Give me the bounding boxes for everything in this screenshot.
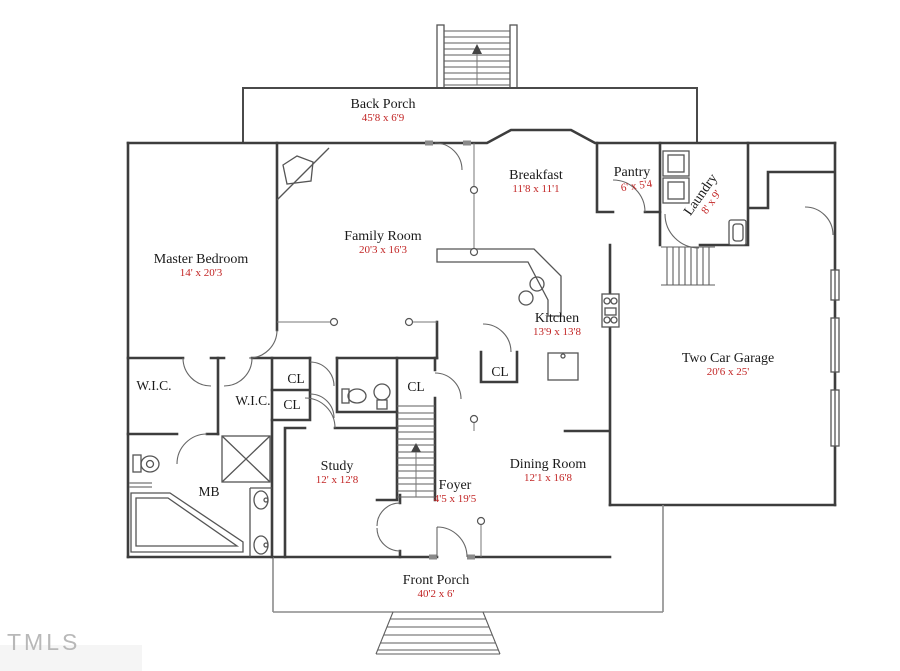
room-label-front-porch: Front Porch	[403, 573, 470, 588]
room-dims-foyer: 4'5 x 19'5	[434, 493, 477, 505]
tmls-watermark: TMLS	[7, 629, 80, 655]
back-steps	[436, 24, 518, 89]
bathtub-icon	[130, 492, 244, 553]
garage-windows	[830, 269, 840, 447]
toilet-icon	[132, 454, 142, 473]
kitchen-fixtures	[436, 248, 620, 381]
room-dims-study: 12' x 12'8	[316, 474, 359, 486]
label-mb: MB	[198, 484, 219, 499]
door-jambs	[425, 140, 475, 560]
kitchen-counter	[436, 248, 562, 317]
room-label-foyer: Foyer	[439, 478, 472, 493]
fireplace-icon	[276, 147, 330, 201]
room-dims-garage: 20'6 x 25'	[707, 366, 749, 378]
front-steps	[375, 611, 501, 655]
label-wic-1: W.I.C.	[136, 378, 171, 393]
column-markers	[277, 143, 486, 557]
label-cl-1: CL	[287, 371, 304, 386]
master-bath-fixtures	[129, 435, 272, 557]
room-dims-kitchen: 13'9 x 13'8	[533, 326, 581, 338]
room-dims-dining-room: 12'1 x 16'8	[524, 472, 572, 484]
label-wic-2: W.I.C.	[235, 393, 270, 408]
range-icon	[601, 293, 620, 328]
room-dims-front-porch: 40'2 x 6'	[418, 588, 455, 600]
room-label-dining-room: Dining Room	[510, 457, 587, 472]
label-cl-2: CL	[283, 397, 300, 412]
kitchen-cabinet	[547, 352, 579, 381]
sink-icon	[253, 490, 269, 510]
vanity-counter	[249, 487, 272, 557]
room-dims-master-bedroom: 14' x 20'3	[180, 267, 223, 279]
powder-room-fixtures	[341, 383, 391, 410]
exterior-walls	[126, 128, 837, 559]
room-label-breakfast: Breakfast	[509, 168, 563, 183]
front-porch-outline	[272, 505, 664, 613]
room-dims-breakfast: 11'8 x 11'1	[512, 183, 559, 195]
pedestal-sink-icon	[373, 383, 391, 401]
room-dims-pantry: 6' x 5'4	[620, 178, 653, 194]
watermark-backdrop	[0, 645, 142, 671]
laundry-fixtures	[662, 150, 747, 246]
label-cl-4: CL	[491, 364, 508, 379]
door-arcs	[176, 142, 834, 558]
sink-icon	[253, 535, 269, 555]
label-cl-3: CL	[407, 379, 424, 394]
kitchen-sink-icon	[518, 290, 534, 306]
room-label-master-bedroom: Master Bedroom	[154, 252, 249, 267]
room-dims-back-porch: 45'8 x 6'9	[362, 112, 405, 124]
room-label-garage: Two Car Garage	[682, 351, 774, 366]
garage-steps	[661, 246, 715, 286]
room-label-family-room: Family Room	[344, 229, 422, 244]
interior-walls	[126, 141, 835, 559]
room-label-study: Study	[321, 459, 354, 474]
toilet-icon	[341, 388, 350, 404]
closet-labels: W.I.C. W.I.C. CL CL CL CL MB	[136, 364, 508, 499]
room-label-kitchen: Kitchen	[535, 311, 579, 326]
room-dims-family-room: 20'3 x 16'3	[359, 244, 407, 256]
room-label-back-porch: Back Porch	[351, 97, 416, 112]
kitchen-sink-icon	[529, 276, 545, 292]
room-labels: Back Porch 45'8 x 6'9 Breakfast 11'8 x 1…	[154, 97, 774, 600]
back-porch-outline	[242, 87, 698, 144]
staircase-main	[397, 405, 435, 498]
shower-icon	[221, 435, 271, 483]
room-label-pantry: Pantry	[614, 165, 651, 180]
